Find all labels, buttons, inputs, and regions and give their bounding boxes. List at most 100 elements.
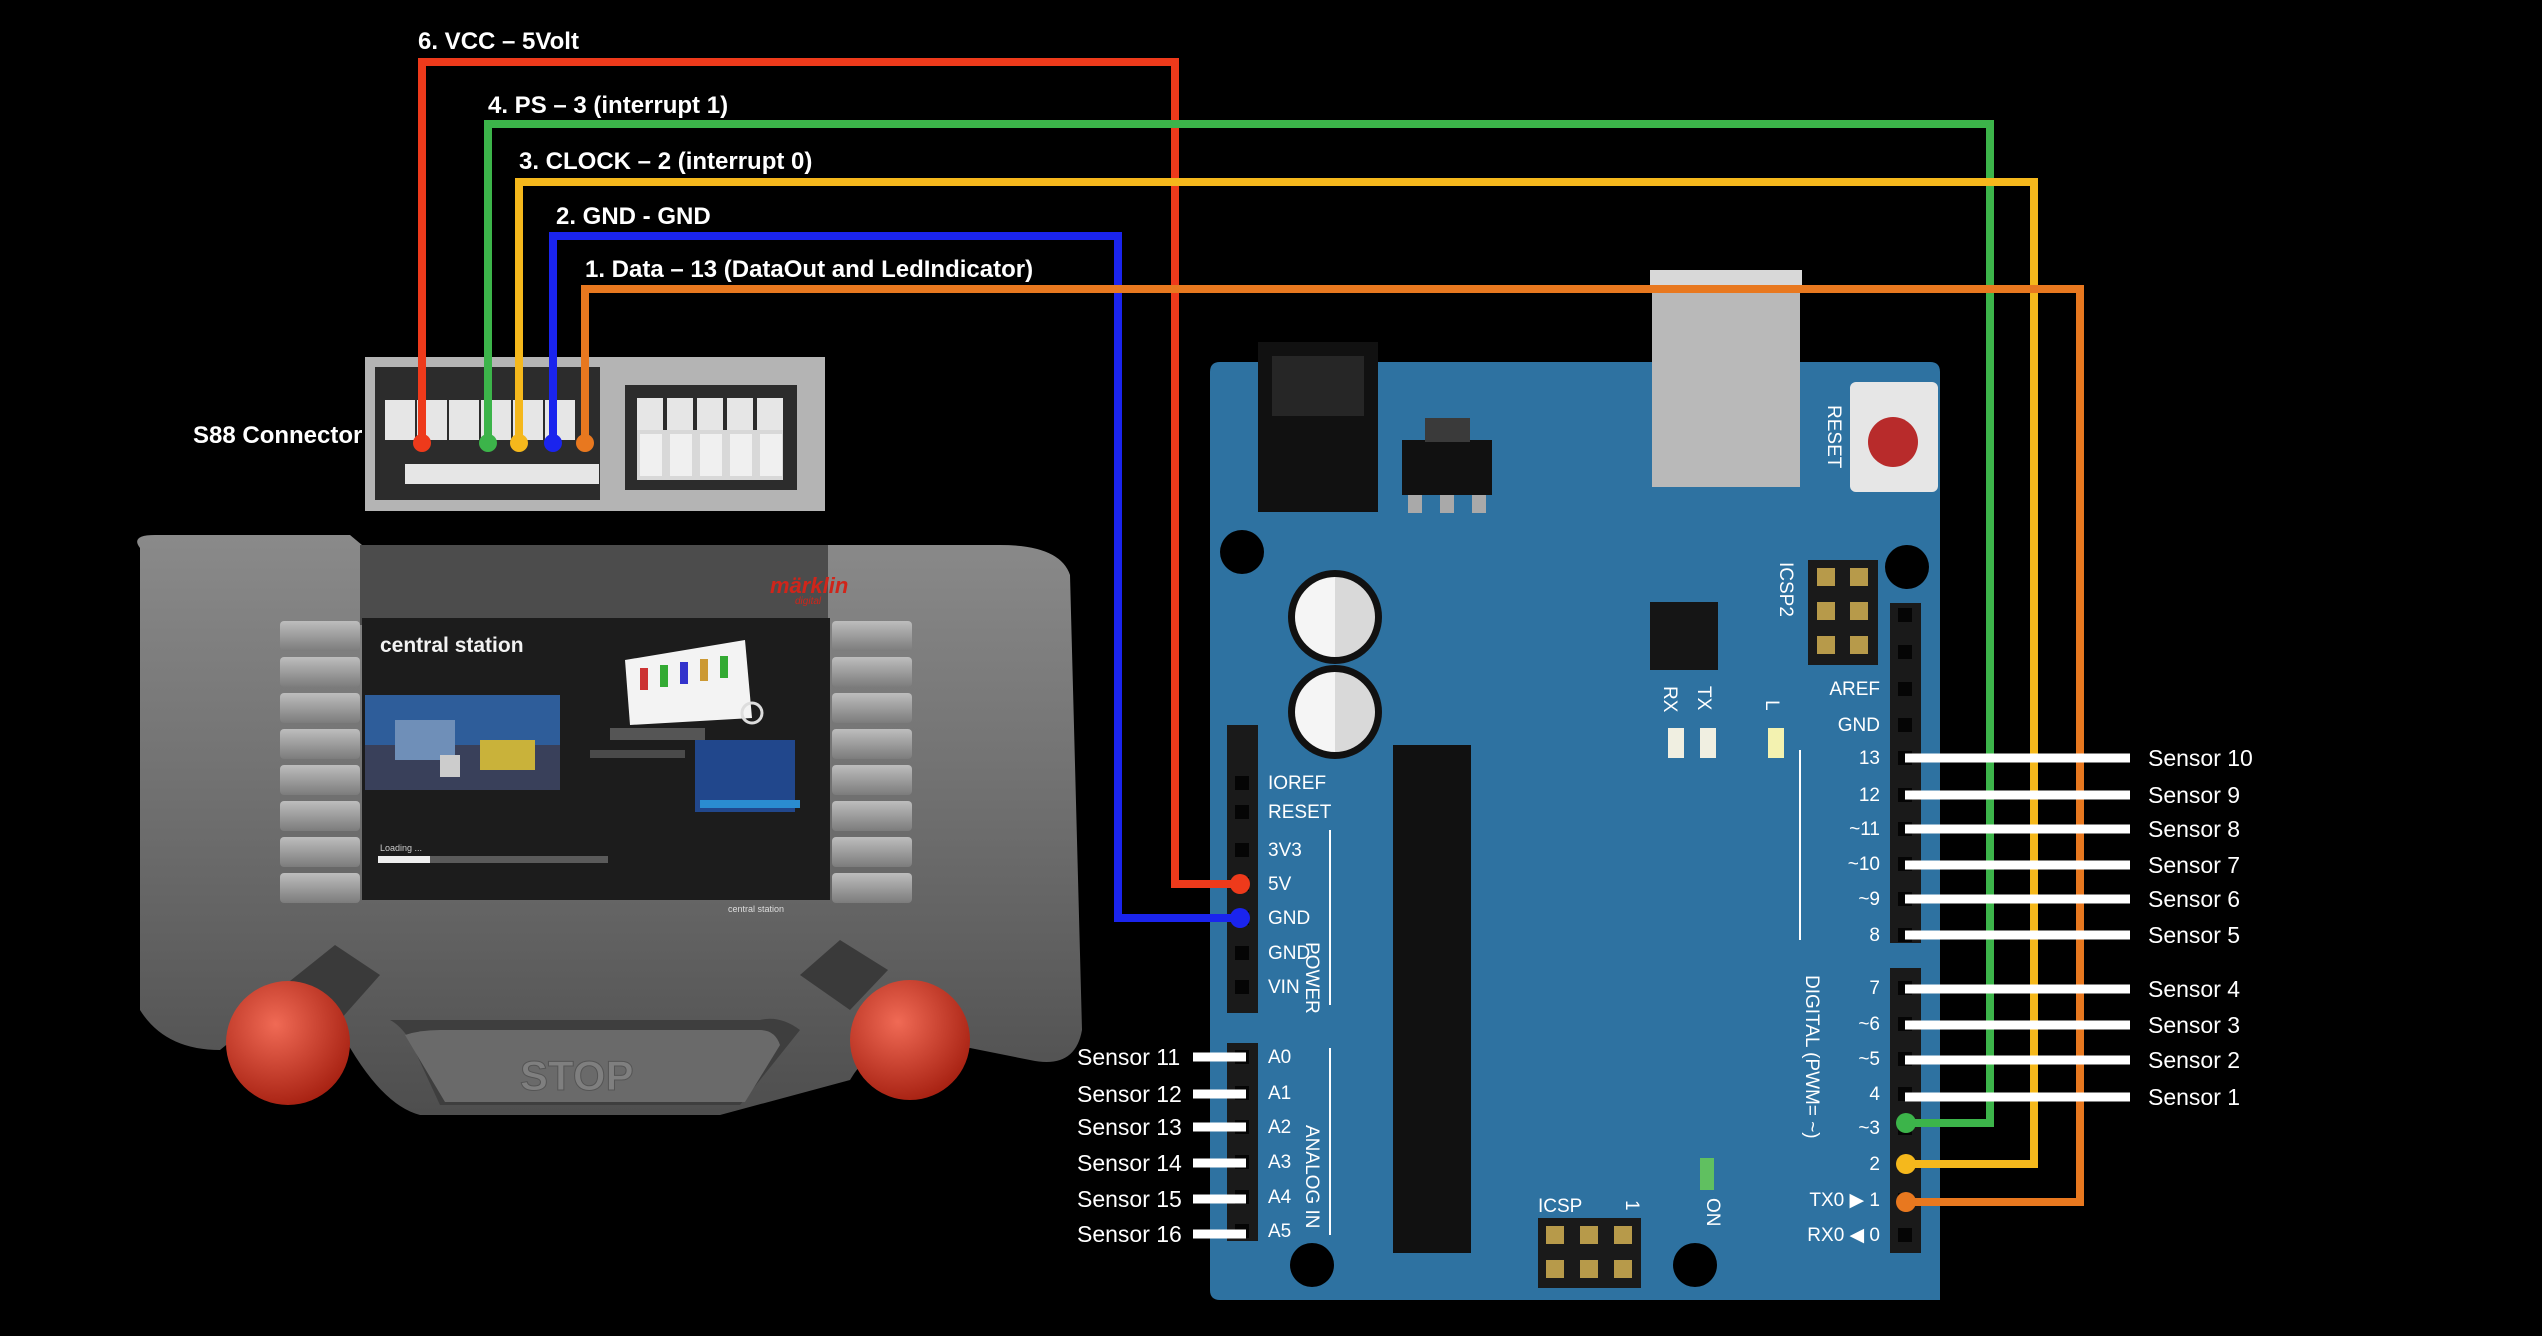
tx-label: TX (1693, 686, 1714, 711)
digital-pin-label: ~9 (1858, 889, 1880, 910)
digital-pin-label: GND (1838, 715, 1880, 736)
wire-gnd (549, 232, 1237, 922)
function-button[interactable] (280, 657, 360, 687)
connector-pins-right (637, 398, 783, 480)
analog-pin-label: A3 (1268, 1152, 1291, 1173)
sensor-label: Sensor 10 (2148, 745, 2253, 771)
board-pcb (1210, 362, 1940, 1300)
digital-pin[interactable] (1898, 645, 1912, 659)
mounting-hole (1290, 1243, 1334, 1287)
digital-pin-label: 13 (1859, 748, 1880, 769)
function-button[interactable] (832, 873, 912, 903)
s88-connector (365, 357, 825, 511)
s88-connector-label: S88 Connector (193, 422, 362, 449)
screen-title: central station (380, 634, 524, 657)
wire-vcc-pin (1230, 874, 1250, 894)
power-pin-label: GND (1268, 943, 1310, 964)
analog-pin-label: A1 (1268, 1083, 1291, 1104)
function-button[interactable] (832, 657, 912, 687)
l-label: L (1761, 700, 1782, 711)
digital-pin[interactable] (1898, 682, 1912, 696)
digital-pin-label: 8 (1869, 925, 1880, 946)
function-button[interactable] (280, 801, 360, 831)
wire-ps-end (479, 434, 497, 452)
mounting-hole (1220, 530, 1264, 574)
power-pin-label: GND (1268, 908, 1310, 929)
atmega-chip (1393, 745, 1471, 1253)
icsp2-label: ICSP2 (1775, 562, 1796, 617)
voltage-regulator (1402, 440, 1492, 495)
wire-data-pin (1896, 1192, 1916, 1212)
sensor-label: Sensor 6 (2148, 886, 2240, 912)
function-button[interactable] (280, 873, 360, 903)
rx-label: RX (1659, 686, 1680, 713)
power-pin[interactable] (1235, 843, 1249, 857)
digital-pin[interactable] (1898, 718, 1912, 732)
marklin-logo: märklin (770, 573, 848, 598)
function-button[interactable] (280, 693, 360, 723)
function-button[interactable] (280, 837, 360, 867)
power-pin-label: 3V3 (1268, 840, 1302, 861)
power-pin-label: IOREF (1268, 773, 1326, 794)
function-button[interactable] (832, 621, 912, 651)
digital-pin[interactable] (1898, 608, 1912, 622)
wire-label-vcc: 6. VCC – 5Volt (418, 28, 579, 55)
reset-label: RESET (1823, 405, 1844, 469)
sensor-label: Sensor 8 (2148, 816, 2240, 842)
sensor-label: Sensor 9 (2148, 782, 2240, 808)
wire-data (581, 285, 2084, 1206)
function-button[interactable] (280, 729, 360, 759)
l-led (1768, 728, 1784, 758)
wire-gnd-pin (1230, 908, 1250, 928)
analog-pin-label: A4 (1268, 1187, 1292, 1208)
power-pin-label: 5V (1268, 874, 1292, 895)
function-button[interactable] (832, 765, 912, 795)
digital-pin-label: 2 (1869, 1154, 1880, 1175)
analog-header (1227, 1043, 1258, 1241)
icsp-label: ICSP (1538, 1196, 1582, 1217)
digital-pin[interactable] (1898, 1228, 1912, 1242)
digital-pin-label: AREF (1829, 679, 1880, 700)
left-function-buttons (280, 621, 360, 903)
sensor-label: Sensor 13 (1077, 1114, 1182, 1140)
direction-button-right[interactable] (800, 940, 888, 1010)
digital-pin-label: ~10 (1848, 854, 1880, 875)
function-button[interactable] (832, 801, 912, 831)
loading-text: Loading ... (380, 843, 422, 853)
digital-pin-label: ~3 (1858, 1118, 1880, 1139)
power-pin[interactable] (1235, 946, 1249, 960)
direction-button-left[interactable] (285, 945, 380, 1020)
power-pin-label: RESET (1268, 802, 1332, 823)
stop-button[interactable] (405, 1030, 780, 1102)
arduino-board: RESET RX TX L ON (1210, 270, 1940, 1300)
function-button[interactable] (832, 837, 912, 867)
reset-button-cap[interactable] (1868, 417, 1918, 467)
wire-clock-end (510, 434, 528, 452)
speed-knob-right[interactable] (850, 980, 970, 1100)
wire-ps (484, 120, 1994, 1127)
on-label: ON (1702, 1198, 1723, 1227)
screen-footer: central station (728, 904, 784, 914)
digital-pin-label: RX0 ◀ 0 (1807, 1225, 1880, 1246)
power-pin[interactable] (1235, 805, 1249, 819)
function-button[interactable] (832, 693, 912, 723)
power-pin[interactable] (1235, 776, 1249, 790)
function-button[interactable] (280, 621, 360, 651)
wire-gnd-end (544, 434, 562, 452)
icsp2-header (1808, 560, 1878, 665)
wire-ps-pin (1896, 1113, 1916, 1133)
right-function-buttons (832, 621, 912, 903)
power-pin[interactable] (1235, 980, 1249, 994)
sensor-label: Sensor 11 (1077, 1044, 1180, 1070)
speed-knob-left[interactable] (226, 981, 350, 1105)
function-button[interactable] (832, 729, 912, 759)
loading-bar-fill (378, 856, 430, 863)
rx-led (1668, 728, 1684, 758)
power-group-label: POWER (1301, 942, 1322, 1014)
wires (413, 58, 2084, 1212)
sensor-label: Sensor 7 (2148, 852, 2240, 878)
function-button[interactable] (280, 765, 360, 795)
analog-group-label: ANALOG IN (1301, 1125, 1322, 1228)
mounting-hole (1673, 1243, 1717, 1287)
